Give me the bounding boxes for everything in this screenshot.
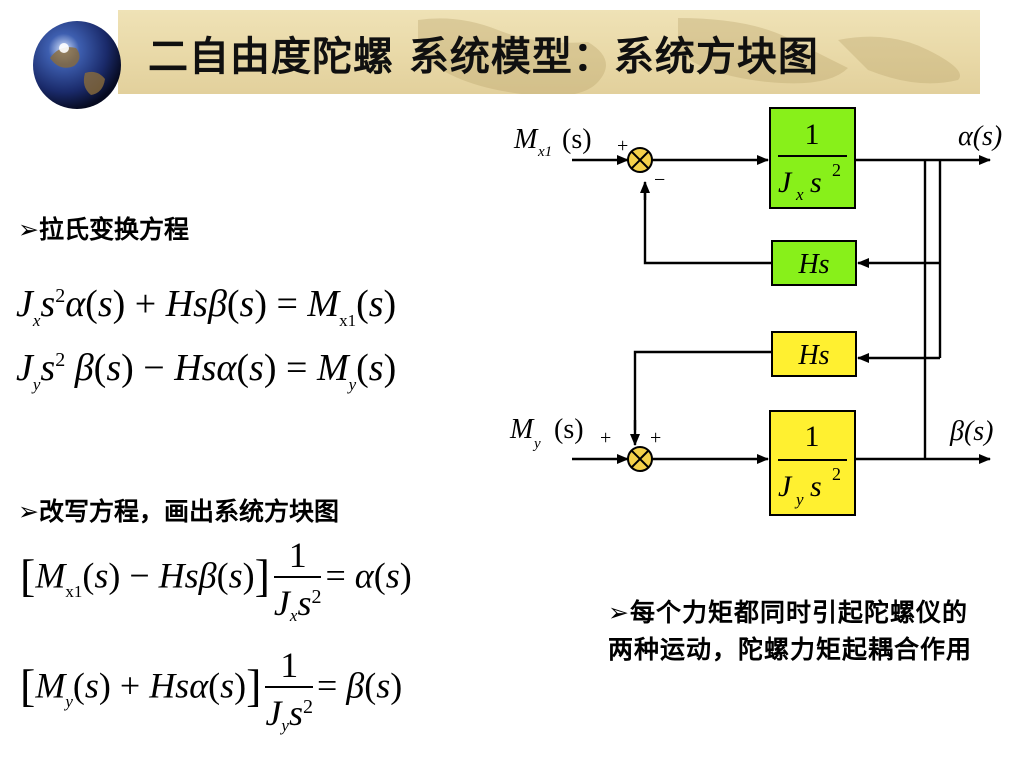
sign-minus-top: −	[654, 169, 665, 191]
svg-text:x1: x1	[537, 144, 552, 160]
title-bar: 二自由度陀螺 系统模型：系统方块图	[118, 10, 980, 94]
svg-text:(s): (s)	[554, 414, 584, 445]
svg-text:M: M	[509, 414, 535, 445]
bullet-marker-icon: ➢	[18, 497, 39, 526]
svg-text:J: J	[778, 470, 793, 503]
label-output-beta: β(s)	[949, 416, 994, 447]
svg-text:Hs: Hs	[797, 249, 829, 280]
world-map-watermark	[418, 18, 960, 94]
svg-text:J: J	[778, 166, 793, 199]
block-top-transfer: 1 J x s 2	[769, 107, 856, 209]
sign-plus-top: +	[617, 135, 628, 157]
label-output-alpha: α(s)	[958, 121, 1002, 152]
summing-junction-bottom	[627, 446, 653, 472]
svg-text:x: x	[795, 185, 804, 204]
coupling-note: ➢每个力矩都同时引起陀螺仪的两种运动，陀螺力矩起耦合作用	[608, 598, 973, 664]
svg-text:2: 2	[832, 160, 841, 180]
page-title: 二自由度陀螺 系统模型：系统方块图	[148, 34, 819, 80]
svg-text:(s): (s)	[562, 124, 592, 155]
feedback-block-bottom: Hs	[771, 331, 857, 377]
svg-text:M: M	[513, 124, 539, 155]
feedback-block-top: Hs	[771, 240, 857, 286]
svg-text:Hs: Hs	[797, 340, 829, 371]
sign-plus-bottom-left: +	[600, 427, 611, 449]
equation-2: Jys2 β(s) − Hsα(s) = My(s)	[16, 347, 397, 394]
summing-junction-top	[627, 147, 653, 173]
equation-1: Jxs2α(s) + Hsβ(s) = Mx1(s)	[16, 283, 397, 330]
sign-plus-bottom-right: +	[650, 427, 661, 449]
svg-text:s: s	[810, 166, 822, 199]
block-bottom-transfer: 1 J y s 2	[769, 410, 856, 516]
label-input-top: M x1 (s)	[513, 124, 592, 160]
svg-text:1: 1	[805, 420, 820, 453]
bullet-marker-icon: ➢	[608, 598, 630, 627]
svg-text:2: 2	[832, 464, 841, 484]
svg-text:y: y	[532, 436, 541, 452]
bullet-rewrite: ➢改写方程，画出系统方块图	[18, 497, 339, 526]
svg-text:1: 1	[805, 118, 820, 151]
svg-text:y: y	[794, 490, 804, 509]
globe-icon	[33, 21, 121, 109]
bullet-laplace: ➢拉氏变换方程	[18, 215, 189, 244]
block-diagram: 1 J x s 2 Hs Hs 1 J y s 2 M x1 (s) + − M…	[509, 107, 1002, 516]
bullet-marker-icon: ➢	[18, 215, 39, 244]
svg-text:s: s	[810, 470, 822, 503]
label-input-bottom: M y (s)	[509, 414, 584, 452]
